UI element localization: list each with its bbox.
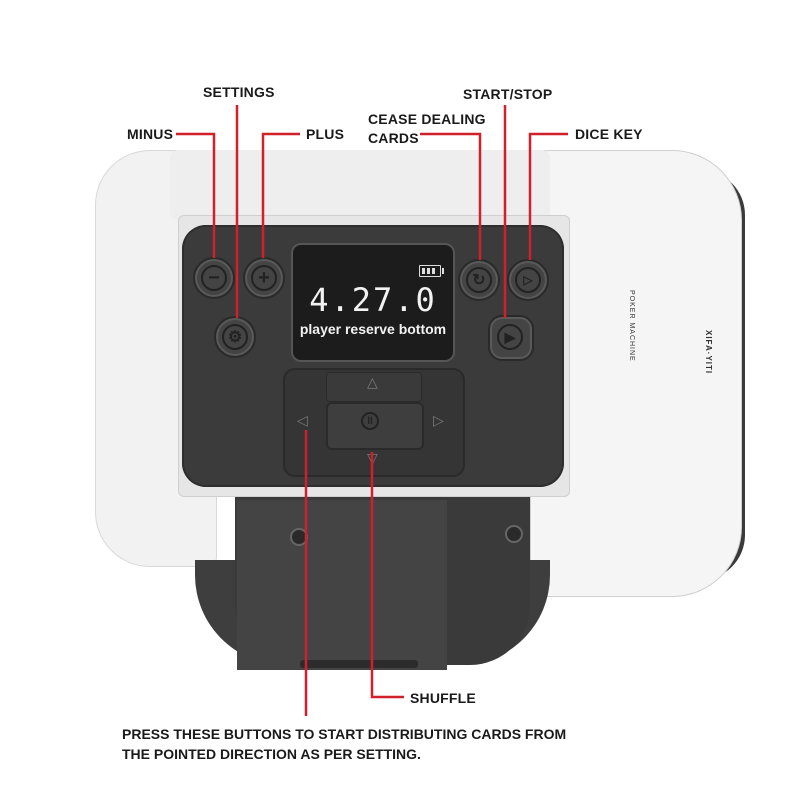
settings-label: SETTINGS: [203, 84, 275, 100]
card-tray-panel: [237, 500, 447, 670]
leader-line: [261, 132, 300, 258]
device-top-shell: [170, 150, 550, 220]
screen-label: player reserve bottom: [299, 321, 447, 337]
start-stop-label: START/STOP: [463, 86, 553, 102]
minus-label: MINUS: [127, 126, 174, 142]
cease-dealing-label: CEASE DEALING: [368, 111, 486, 127]
pause-icon: ll: [361, 412, 379, 430]
dpad-up-button[interactable]: [326, 372, 422, 402]
minus-icon: −: [201, 265, 227, 291]
poker-machine-label: POKER MACHINE: [628, 290, 635, 362]
arrow-up-icon: △: [367, 374, 378, 390]
settings-button[interactable]: ⚙: [214, 316, 256, 358]
brand-label: XIFA·YITI: [704, 330, 713, 375]
shuffle-label: SHUFFLE: [410, 690, 476, 706]
card-slot: [300, 660, 418, 668]
battery-icon: [419, 265, 444, 277]
dice-icon: ▷: [515, 267, 541, 293]
dice-key-button[interactable]: ▷: [507, 259, 549, 301]
plus-icon: +: [251, 265, 277, 291]
leader-line: [370, 452, 404, 699]
dice-key-label: DICE KEY: [575, 126, 643, 142]
play-icon: ▶: [497, 324, 523, 350]
plus-label: PLUS: [306, 126, 345, 142]
start-stop-button[interactable]: ▶: [488, 315, 534, 361]
cease-dealing-label-line2: CARDS: [368, 130, 419, 146]
screw-icon: [505, 525, 523, 543]
arrow-right-icon[interactable]: ▷: [433, 412, 444, 428]
screen-value: 4.27.0: [309, 281, 437, 319]
arrow-left-icon[interactable]: ◁: [297, 412, 308, 428]
leader-line: [176, 132, 216, 258]
minus-button[interactable]: −: [193, 257, 235, 299]
leader-line: [420, 132, 482, 260]
gear-icon: ⚙: [222, 324, 248, 350]
direction-note: PRESS THESE BUTTONS TO START DISTRIBUTIN…: [122, 726, 567, 762]
leader-line: [528, 132, 568, 260]
display-screen: 4.27.0 player reserve bottom: [291, 243, 455, 362]
refresh-icon: ↻: [466, 267, 492, 293]
plus-button[interactable]: +: [243, 257, 285, 299]
